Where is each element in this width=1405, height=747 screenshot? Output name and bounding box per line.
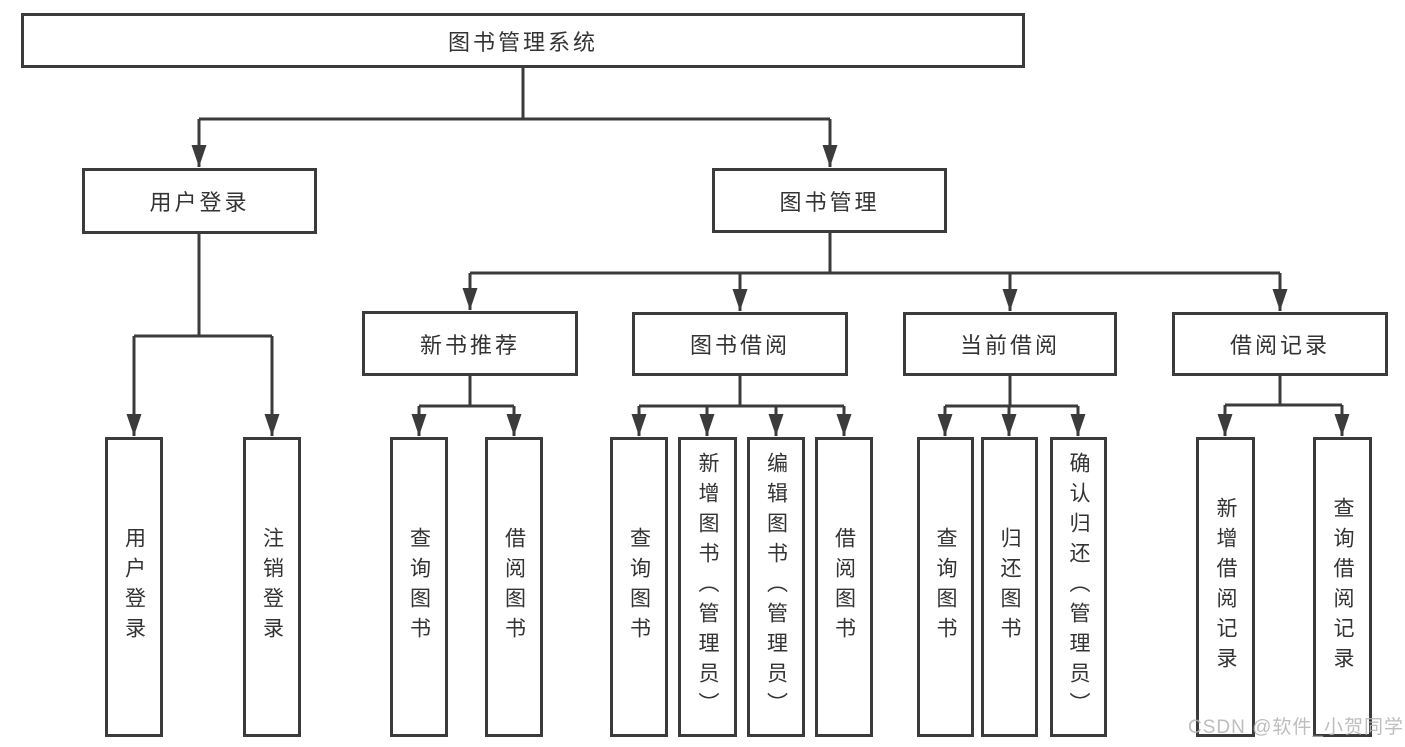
node-library-management-system: 图书管理系统 — [21, 13, 1025, 68]
node-user-login: 用户登录 — [82, 168, 317, 234]
node-label: 新书推荐 — [419, 332, 520, 358]
leaf-borrow-books-recommend: 借阅图书 — [485, 437, 543, 737]
leaf-return-books: 归还图书 — [981, 437, 1038, 737]
leaf-edit-books-admin: 编辑图书（管理员） — [747, 437, 805, 737]
node-label: 编辑图书（管理员） — [764, 452, 788, 722]
node-label: 用户登录 — [122, 527, 146, 647]
leaf-query-books-recommend: 查询图书 — [390, 437, 448, 737]
leaf-add-borrow-record: 新增借阅记录 — [1196, 437, 1255, 737]
node-label: 查询图书 — [934, 527, 957, 647]
node-label: 查询借阅记录 — [1331, 497, 1354, 677]
node-new-book-recommendation: 新书推荐 — [362, 311, 578, 376]
node-label: 确认归还（管理员） — [1067, 452, 1090, 722]
leaf-confirm-return-admin: 确认归还（管理员） — [1050, 437, 1107, 737]
node-label: 归还图书 — [998, 527, 1021, 647]
leaf-logout: 注销登录 — [243, 437, 301, 737]
leaf-user-login: 用户登录 — [105, 437, 163, 737]
node-label: 注销登录 — [260, 527, 284, 647]
node-label: 借阅图书 — [502, 527, 526, 647]
watermark: CSDN @软件_小贺同学 — [1188, 717, 1404, 738]
leaf-add-books-admin: 新增图书（管理员） — [678, 437, 737, 737]
node-label: 图书管理 — [779, 189, 880, 215]
node-book-management: 图书管理 — [712, 168, 947, 233]
node-label: 借阅记录 — [1229, 333, 1330, 358]
node-label: 新增图书（管理员） — [696, 452, 719, 722]
leaf-borrow-books: 借阅图书 — [815, 437, 873, 737]
node-label: 查询图书 — [407, 527, 431, 647]
leaf-query-books-current: 查询图书 — [917, 437, 974, 737]
node-book-borrowing: 图书借阅 — [632, 312, 848, 376]
node-label: 查询图书 — [627, 527, 651, 647]
node-label: 新增借阅记录 — [1214, 497, 1237, 677]
node-label: 图书借阅 — [689, 333, 790, 358]
node-current-borrowing: 当前借阅 — [903, 312, 1117, 376]
node-label: 借阅图书 — [832, 527, 856, 647]
node-label: 当前借阅 — [959, 333, 1060, 358]
node-label: 用户登录 — [149, 190, 250, 215]
leaf-query-borrow-record: 查询借阅记录 — [1313, 437, 1372, 737]
node-label: 图书管理系统 — [447, 29, 598, 55]
node-borrowing-records: 借阅记录 — [1172, 312, 1388, 376]
leaf-query-books-borrow: 查询图书 — [610, 437, 668, 737]
tree-connectors — [126, 67, 1350, 436]
